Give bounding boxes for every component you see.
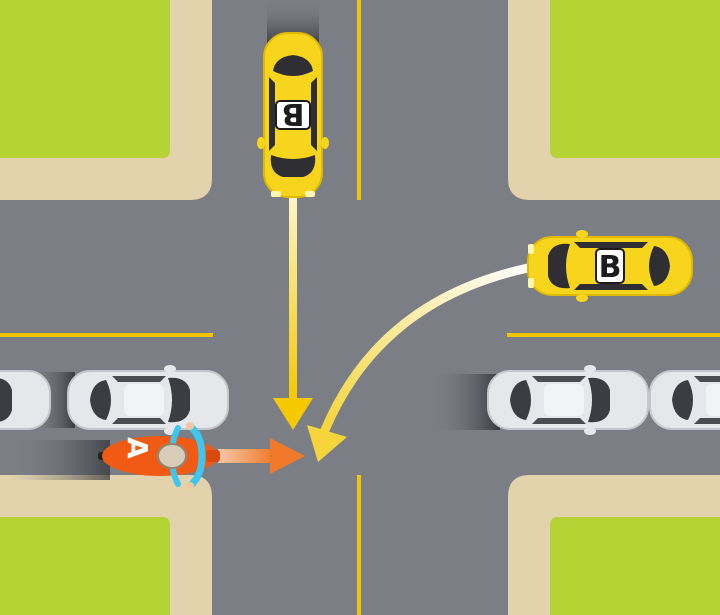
corner-block-top-right xyxy=(508,0,720,200)
parked-car-icon xyxy=(650,365,720,435)
taxi-east-label: B xyxy=(599,250,622,285)
corner-block-bottom-left xyxy=(0,475,212,615)
motorcycle-label: A xyxy=(121,437,154,459)
parked-car-icon xyxy=(0,365,50,435)
taxi-east-vehicle: B xyxy=(528,230,692,302)
taxi-north-vehicle: B xyxy=(257,33,329,197)
corner-block-top-left xyxy=(0,0,212,200)
corner-block-bottom-right xyxy=(508,475,720,615)
motorcycle-motion-trail xyxy=(10,440,110,480)
taxi-north-label: B xyxy=(282,96,305,131)
parked-car-icon xyxy=(68,365,228,435)
parked-car-icon xyxy=(488,365,648,435)
